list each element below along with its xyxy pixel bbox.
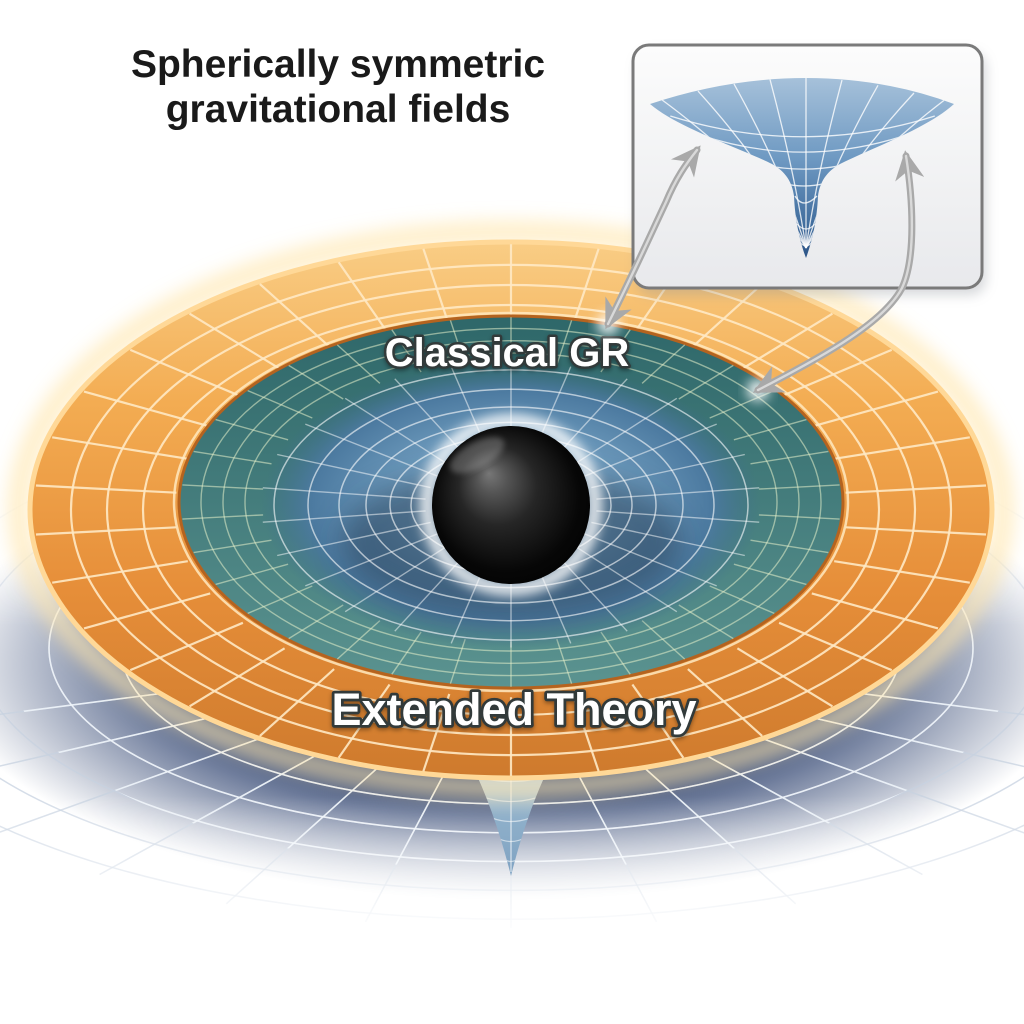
teal-boundary-glow xyxy=(172,311,850,693)
black-hole-sphere xyxy=(432,426,590,584)
main-disk xyxy=(10,223,1012,797)
sphere-highlight xyxy=(449,436,505,474)
figure-title-line2: gravitational fields xyxy=(165,88,511,132)
event-horizon-glow xyxy=(420,414,602,596)
curved-arrow-left-highlight xyxy=(606,148,699,326)
teal-grid xyxy=(182,317,840,687)
connector-arrows xyxy=(597,145,925,401)
curved-arrow-right-highlight xyxy=(756,154,914,392)
inner-region-label: Classical GR xyxy=(385,331,630,375)
figure-title: Spherically symmetric gravitational fiel… xyxy=(98,42,578,132)
outer-region-label: Extended Theory xyxy=(331,684,696,735)
figure-title-line1: Spherically symmetric xyxy=(130,43,546,86)
rim-glow xyxy=(10,223,1012,797)
